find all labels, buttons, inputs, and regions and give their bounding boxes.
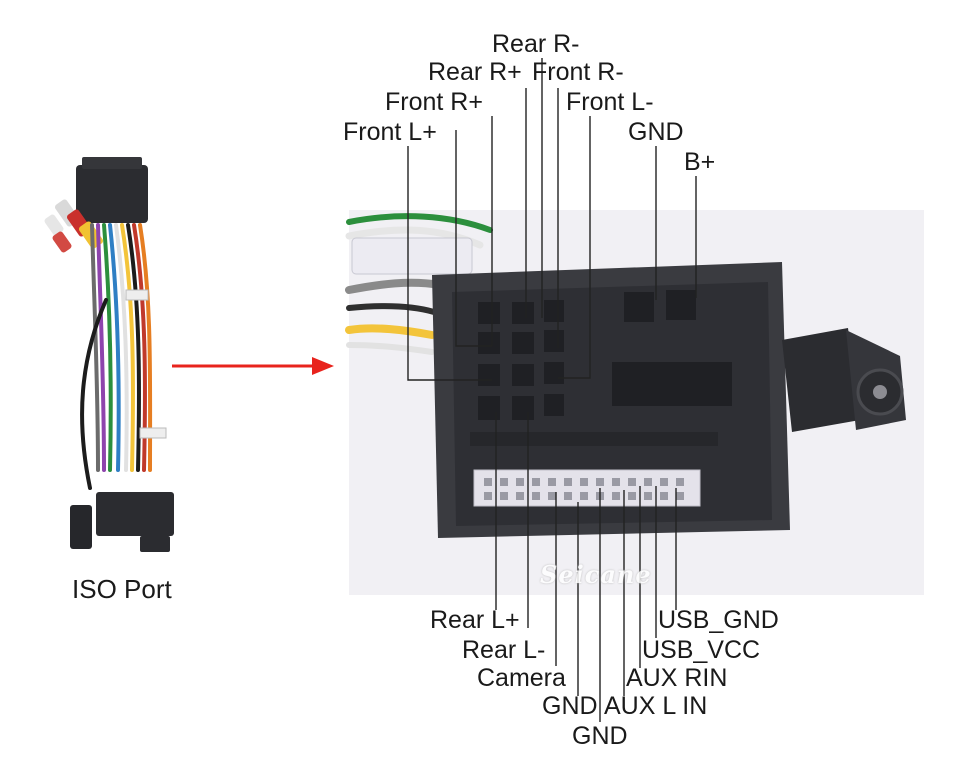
- harness-tag-2: [139, 427, 167, 439]
- label-aux-l-in: AUX L IN: [604, 692, 708, 720]
- label-front-l-plus: Front L+: [343, 118, 437, 146]
- label-front-r-minus: Front R-: [532, 58, 624, 86]
- label-gnd-top: GND: [628, 118, 684, 146]
- connector-rib: [470, 432, 718, 446]
- label-front-l-minus: Front L-: [566, 88, 654, 116]
- label-b-plus: B+: [684, 148, 716, 176]
- leader-front-l-minus: [558, 116, 591, 379]
- harness-top-plug-cap: [82, 157, 142, 169]
- label-aux-rin: AUX RIN: [626, 664, 728, 692]
- wire-sleeve-label: [351, 237, 473, 275]
- pin-cavities: [478, 290, 732, 420]
- connector-illustration: [345, 213, 906, 538]
- antenna-pin: [873, 385, 887, 399]
- label-usb-vcc: USB_VCC: [642, 636, 761, 664]
- brand-watermark: Seicane: [540, 560, 652, 589]
- leader-front-r-plus-branch: [455, 130, 492, 347]
- red-arrow: [172, 357, 334, 375]
- iso-port-caption: ISO Port: [72, 574, 172, 604]
- label-rear-r-minus: Rear R-: [492, 30, 580, 58]
- leader-front-l-plus: [407, 146, 492, 381]
- label-usb-gnd: USB_GND: [658, 606, 779, 634]
- label-camera: Camera: [477, 664, 566, 692]
- wire-bundle: [80, 223, 153, 490]
- harness-tag-1: [125, 289, 149, 301]
- antenna-plug-body: [782, 328, 860, 432]
- harness-bottom-plug-tab: [140, 536, 170, 552]
- label-rear-l-plus: Rear L+: [430, 606, 520, 634]
- label-rear-r-plus: Rear R+: [428, 58, 522, 86]
- label-rear-l-minus: Rear L-: [462, 636, 546, 664]
- harness-bottom-plug: [96, 492, 174, 536]
- label-gnd-bottom-1: GND: [542, 692, 598, 720]
- label-gnd-bottom-2: GND: [572, 722, 628, 750]
- pin-block-white: [473, 469, 701, 507]
- harness-top-plug: [76, 165, 148, 223]
- leader-lines: [407, 58, 697, 722]
- harness-antenna-plug: [70, 505, 92, 549]
- label-front-r-plus: Front R+: [385, 88, 483, 116]
- harness-illustration: [44, 157, 174, 552]
